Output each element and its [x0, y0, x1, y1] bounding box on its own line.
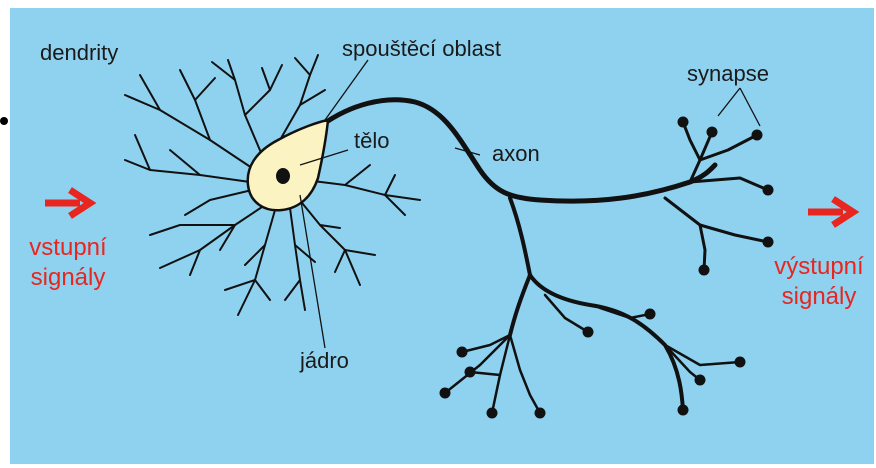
input-arrow-icon — [45, 190, 90, 216]
label-nucleus: jádro — [300, 350, 349, 372]
output-signals-line1: výstupní — [764, 252, 874, 282]
label-dendrites: dendrity — [40, 42, 118, 64]
label-input-signals: vstupní signály — [18, 233, 118, 293]
nucleus — [276, 168, 290, 184]
cell-body — [248, 120, 328, 210]
output-signals-line2: signály — [764, 282, 874, 312]
label-trigger-zone: spouštěcí oblast — [342, 38, 501, 60]
input-signals-line2: signály — [18, 263, 118, 293]
label-output-signals: výstupní signály — [764, 252, 874, 312]
label-body: tělo — [354, 130, 389, 152]
input-signals-line1: vstupní — [18, 233, 118, 263]
label-synapses: synapse — [687, 63, 769, 85]
label-axon: axon — [492, 143, 540, 165]
output-arrow-icon — [808, 199, 853, 225]
